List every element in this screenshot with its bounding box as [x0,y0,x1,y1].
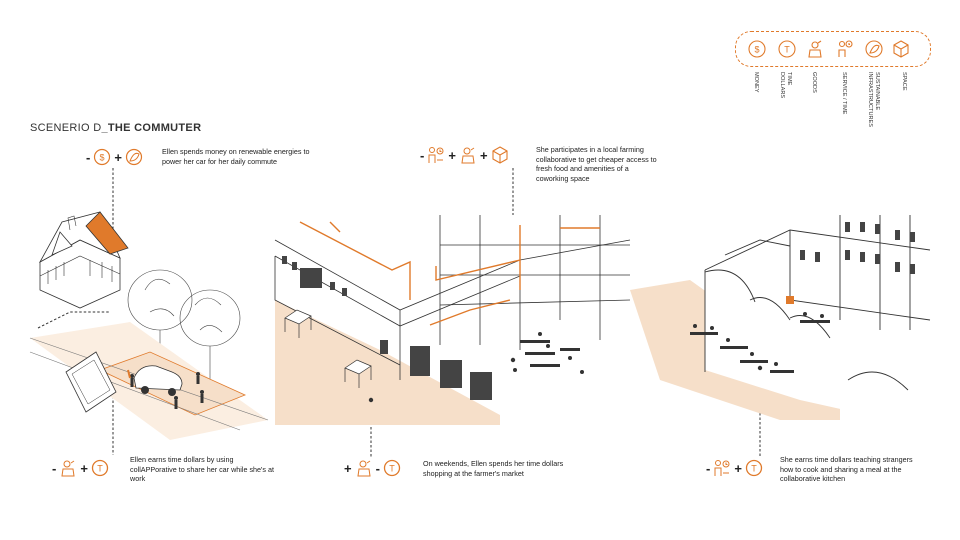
minus-sign: - [52,460,57,476]
time-dollars-icon: T [745,459,763,477]
sustainable-infrastructures-icon [865,40,883,58]
svg-text:$: $ [100,153,105,163]
legend-label-space: SPACE [901,72,907,91]
service-time-icon [714,460,730,476]
anchor-dot [757,365,763,371]
legend-label-money: MONEY [753,72,759,93]
flow-top-left: - $ + [86,148,143,166]
space-icon [491,146,508,164]
svg-text:T: T [97,464,103,474]
caption-bottom-left: Ellen earns time dollars by using collAP… [130,455,274,483]
goods-icon [61,460,75,477]
scenario-title: SCENERIO D_THE COMMUTER [30,122,201,134]
flow-bottom-center: + - T [344,459,401,477]
goods-icon [357,460,371,477]
sustainable-infrastructures-icon [125,148,143,166]
plus-sign: + [734,460,742,476]
anchor-dot [368,397,374,403]
kitchen-building-illustration [630,215,931,420]
legend-label-service-time: SERVICE / TIME [841,72,847,115]
plus-sign: + [344,460,352,476]
service-time-icon [838,40,853,57]
minus-sign: - [420,147,425,163]
svg-text:T: T [751,464,757,474]
svg-text:T: T [389,464,395,474]
plus-sign: + [479,147,488,163]
minus-sign: - [375,460,380,476]
svg-text:T: T [784,45,790,55]
time-dollars-icon: T [91,459,109,477]
minus-sign: - [706,460,711,476]
goods-icon [461,147,475,164]
plus-sign: + [114,149,122,165]
money-icon: $ [94,148,111,166]
legend-icons: $ T [748,38,923,60]
money-icon: $ [748,40,766,58]
service-time-icon [428,147,444,163]
market-building-illustration [274,215,631,425]
scenario-prefix: SCENERIO D [30,122,102,134]
time-dollars-icon: T [383,459,401,477]
goods-icon [808,40,822,58]
space-icon [893,40,909,58]
flow-top-center: - + + [420,146,509,164]
scenario-name: _THE COMMUTER [101,122,202,134]
leader-line [37,311,110,329]
caption-bottom-right: She earns time dollars teaching stranger… [780,455,913,483]
svg-text:$: $ [754,45,759,55]
caption-top-left: Ellen spends money on renewable energies… [162,147,310,166]
plus-sign: + [448,147,456,163]
minus-sign: - [86,149,91,165]
legend-label-time-dollars: TIME DOLLARS [779,72,792,99]
caption-top-center: She participates in a local farming coll… [536,145,657,183]
legend-label-sustainable-infrastructures: SUSTAINABLE INFRASTRUCTURES [867,72,880,128]
caption-bottom-center: On weekends, Ellen spends her time dolla… [423,459,564,478]
legend-box [735,31,931,67]
legend-label-goods: GOODS [811,72,817,93]
plus-sign: + [80,460,88,476]
flow-bottom-right: - + T [706,459,763,477]
road-scene [29,322,269,440]
anchor-dot [510,357,516,363]
house-illustration [38,211,129,309]
time-dollars-icon: T [778,40,796,58]
flow-bottom-left: - + T [52,459,109,477]
